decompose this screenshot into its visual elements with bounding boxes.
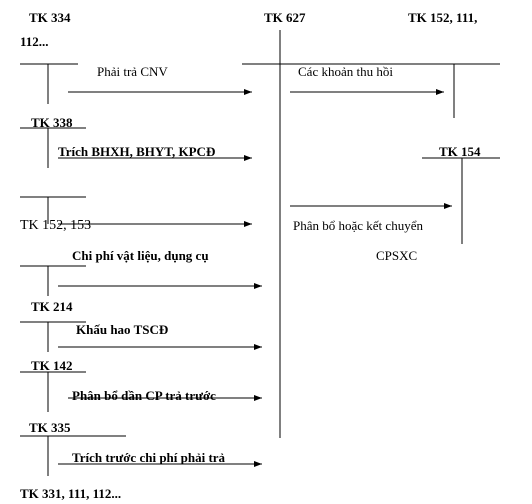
flow-phai-tra-cnv: Phải trả CNV — [97, 64, 168, 79]
tk338-label: TK 338 — [31, 115, 73, 130]
tk152-153-label: TK 152, 153 — [20, 218, 92, 233]
flow-chi-phi-vat-lieu: Chi phí vật liệu, dụng cụ — [72, 248, 209, 263]
tk335-label: TK 335 — [29, 420, 71, 435]
tk334-label: TK 334 — [29, 10, 71, 25]
tk142-label: TK 142 — [31, 358, 73, 373]
flow-khau-hao: Khấu hao TSCĐ — [76, 322, 169, 337]
flow-cpsxc: CPSXC — [376, 248, 418, 263]
tk152-111-label: TK 152, 111, — [408, 10, 478, 25]
tk152-111-label-cont: 112... — [20, 34, 49, 49]
tk331-111-112-label: TK 331, 111, 112... — [20, 486, 122, 501]
flow-phan-bo-dan: Phân bổ dần CP trả trước — [72, 388, 216, 403]
flow-trich-truoc: Trích trước chi phí phải trả — [72, 450, 226, 465]
tk627-label: TK 627 — [264, 10, 306, 25]
flow-cac-khoan-thu-hoi: Các khoản thu hồi — [298, 64, 393, 79]
flow-trich-bhxh: Trích BHXH, BHYT, KPCĐ — [58, 144, 216, 159]
tk154-label: TK 154 — [439, 144, 481, 159]
tk214-label: TK 214 — [31, 299, 73, 314]
flow-phan-bo-ket-chuyen: Phân bổ hoặc kết chuyển — [293, 218, 423, 233]
